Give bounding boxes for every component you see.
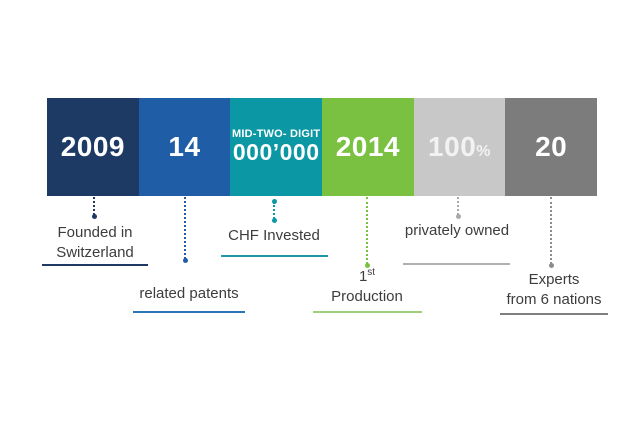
label-line: Founded in <box>57 224 133 241</box>
label-underline-founded <box>42 264 148 266</box>
label-underline-ownership <box>403 263 510 265</box>
label-line: related patents <box>139 285 239 302</box>
connector-line-ownership <box>455 197 461 219</box>
stat-value: 20 <box>535 131 568 162</box>
stat-value: 14 <box>168 131 201 162</box>
stat-caption: MID-TWO- DIGIT <box>232 128 321 140</box>
label-underline-invested <box>221 255 328 257</box>
label-ownership: privately owned <box>392 221 522 241</box>
stat-value: 2009 <box>60 131 125 162</box>
label-production: 1st Production <box>307 267 427 307</box>
block-production-year: 2014 <box>322 98 414 196</box>
label-underline-production <box>313 311 422 313</box>
label-experts: Experts from 6 nations <box>492 270 616 310</box>
connector-line-production <box>364 197 370 268</box>
block-experts-count: 20 <box>505 98 598 196</box>
connector-line-founded <box>91 197 97 219</box>
label-underline-patents <box>133 311 245 313</box>
stat-value: 2014 <box>335 131 400 162</box>
label-invested: CHF Invested <box>209 226 339 246</box>
label-founded: Founded in Switzerland <box>35 223 155 263</box>
label-line: Experts <box>528 271 580 288</box>
label-line: CHF Invested <box>228 227 320 244</box>
label-patents: related patents <box>124 284 254 304</box>
stat-value: 000’000 <box>232 139 320 165</box>
label-line: Production <box>331 288 403 305</box>
label-line: privately owned <box>404 222 510 239</box>
connector-line-patents <box>182 197 188 263</box>
block-founded-year: 2009 <box>47 98 139 196</box>
block-patent-count: 14 <box>138 98 231 196</box>
ordinal-suffix: st <box>367 267 376 278</box>
percent-sign: % <box>476 143 491 160</box>
connector-line-invested <box>271 199 277 223</box>
label-line: 1st <box>307 267 427 287</box>
ordinal-number: 1 <box>358 268 368 285</box>
stat-number: 100 <box>428 131 477 162</box>
block-chf-invested: MID-TWO- DIGIT 000’000 <box>230 98 323 196</box>
connector-line-experts <box>548 197 554 268</box>
label-underline-experts <box>500 313 608 315</box>
stat-blocks-row: 2009 14 MID-TWO- DIGIT 000’000 2014 100%… <box>47 98 598 196</box>
stat-value: 100% <box>428 131 491 163</box>
block-ownership-percent: 100% <box>413 98 506 196</box>
label-line: from 6 nations <box>506 291 602 308</box>
label-line: Switzerland <box>56 244 134 261</box>
